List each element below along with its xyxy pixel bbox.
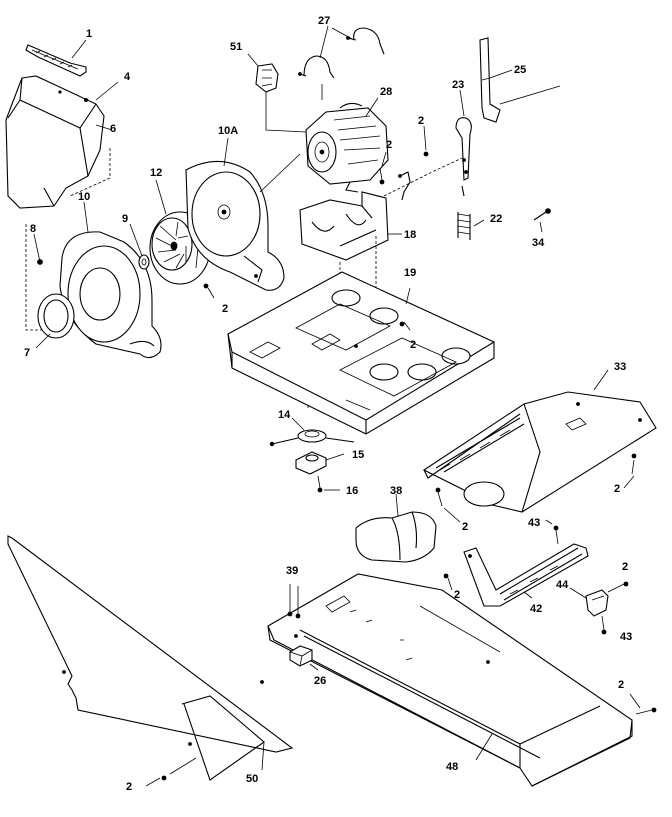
part-33-duct-assembly bbox=[422, 391, 657, 513]
label-1: 1 bbox=[86, 28, 92, 40]
label-38: 38 bbox=[390, 485, 402, 497]
label-4: 4 bbox=[124, 71, 131, 83]
label-8: 8 bbox=[30, 223, 36, 235]
part-15-fuse bbox=[295, 451, 327, 475]
label-50: 50 bbox=[246, 773, 258, 785]
label-10a: 10A bbox=[218, 125, 238, 137]
label-34: 34 bbox=[532, 237, 545, 249]
part-28-motor bbox=[305, 102, 389, 193]
label-43a: 43 bbox=[528, 517, 540, 529]
label-7: 7 bbox=[24, 347, 30, 359]
label-2a: 2 bbox=[418, 115, 424, 127]
label-12: 12 bbox=[150, 167, 162, 179]
part-38-elbow bbox=[355, 511, 437, 563]
label-15: 15 bbox=[352, 449, 364, 461]
part-7-ring bbox=[37, 293, 75, 339]
part-18-motor-mount bbox=[299, 191, 389, 261]
part-25-rod bbox=[479, 37, 501, 123]
label-2d: 2 bbox=[410, 339, 416, 351]
part-27-clips bbox=[298, 27, 385, 79]
label-9: 9 bbox=[122, 213, 128, 225]
part-23-lever bbox=[455, 117, 472, 181]
label-28: 28 bbox=[380, 86, 392, 98]
label-44: 44 bbox=[556, 579, 569, 591]
part-51-clip bbox=[255, 63, 279, 93]
label-2h: 2 bbox=[622, 561, 628, 573]
part-19-base-plate bbox=[227, 271, 495, 435]
label-25: 25 bbox=[514, 64, 526, 76]
label-51: 51 bbox=[230, 41, 242, 53]
label-19: 19 bbox=[404, 267, 416, 279]
label-14: 14 bbox=[278, 409, 291, 421]
part-1-bracket bbox=[25, 44, 87, 77]
label-2b: 2 bbox=[386, 139, 392, 151]
part-10a-housing-back bbox=[185, 160, 285, 291]
label-39: 39 bbox=[286, 565, 298, 577]
part-50-panel bbox=[7, 535, 294, 781]
part-44-clip bbox=[585, 589, 609, 617]
part-14-thermostat bbox=[269, 429, 355, 447]
part-48-lower-base bbox=[267, 573, 633, 787]
label-22: 22 bbox=[490, 213, 502, 225]
label-2f: 2 bbox=[462, 521, 468, 533]
label-2e: 2 bbox=[614, 483, 620, 495]
label-42: 42 bbox=[530, 603, 542, 615]
part-26-foot bbox=[289, 645, 313, 667]
label-2j: 2 bbox=[126, 781, 132, 793]
label-16: 16 bbox=[346, 485, 358, 497]
label-27: 27 bbox=[318, 15, 330, 27]
part-10-blower-housing bbox=[59, 231, 162, 359]
label-43b: 43 bbox=[620, 631, 632, 643]
label-48: 48 bbox=[446, 761, 458, 773]
part-42-rail-bracket bbox=[463, 543, 589, 607]
label-6: 6 bbox=[110, 123, 116, 135]
part-22-spring bbox=[457, 185, 471, 240]
part-6-duct bbox=[5, 75, 105, 209]
label-10: 10 bbox=[78, 191, 90, 203]
label-26: 26 bbox=[314, 675, 326, 687]
label-2i: 2 bbox=[618, 679, 624, 691]
part-labels: 1 4 6 27 51 28 25 23 2 2 10A 12 10 9 8 1… bbox=[24, 15, 632, 793]
label-2c: 2 bbox=[222, 303, 228, 315]
label-33: 33 bbox=[614, 361, 626, 373]
label-23: 23 bbox=[452, 79, 464, 91]
label-18: 18 bbox=[404, 229, 416, 241]
label-2g: 2 bbox=[454, 589, 460, 601]
